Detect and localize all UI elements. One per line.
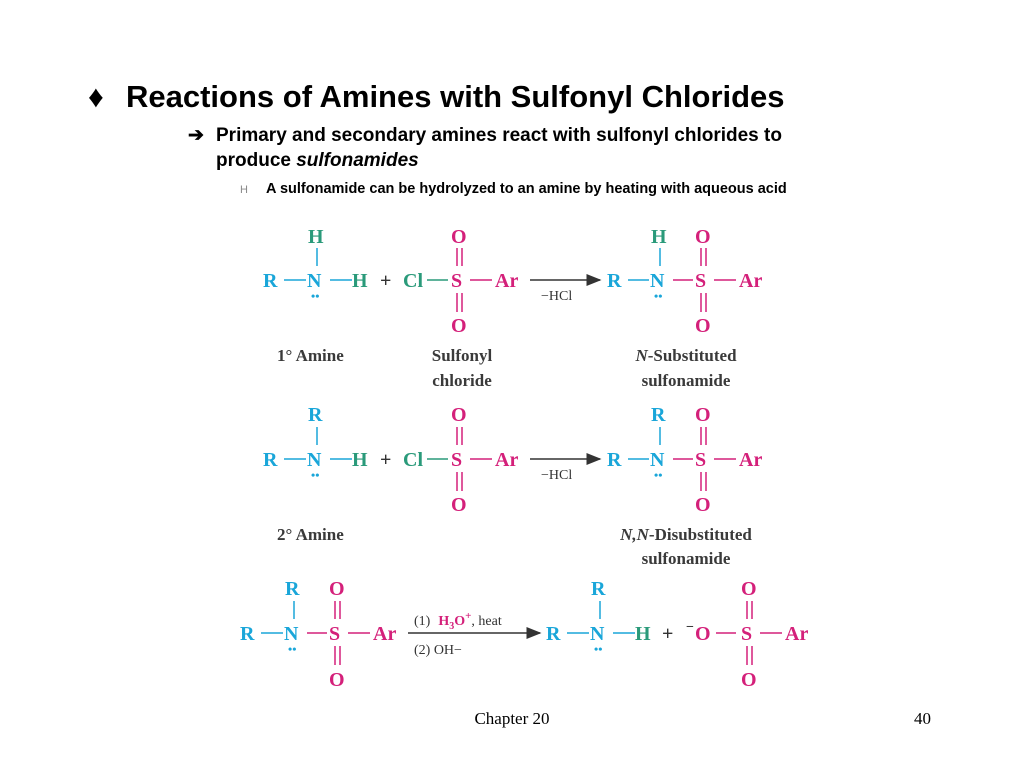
svg-text:Ar: Ar [739,270,762,292]
bullet-2-text: A sulfonamide can be hydrolyzed to an am… [266,181,787,197]
page-number: 40 [914,709,931,728]
svg-text:••: •• [311,468,319,482]
svg-text:S: S [329,623,340,645]
svg-text:O: O [741,578,757,600]
svg-text:N: N [307,449,322,471]
svg-text:O: O [451,226,467,248]
svg-text:R: R [546,623,561,645]
svg-text:O: O [329,669,345,691]
svg-text:O: O [695,494,711,516]
product-label-1: N,N-Disubstituted [619,525,752,544]
svg-text:O: O [329,578,345,600]
svg-text:O: O [451,315,467,337]
n-atom: N [307,270,322,292]
diamond-bullet-icon: ♦ [88,79,104,114]
svg-text:O: O [695,623,711,645]
title-text: Reactions of Amines with Sulfonyl Chlori… [126,79,785,114]
svg-text:S: S [695,270,706,292]
svg-text:••: •• [654,289,662,303]
s-atom: S [451,270,462,292]
h-atom: H [308,226,324,248]
svg-text:H: H [635,623,651,645]
svg-text:+: + [662,623,673,645]
svg-text:N: N [284,623,299,645]
svg-text:Ar: Ar [495,270,518,292]
svg-text:S: S [695,449,706,471]
reagent-label-2: chloride [432,371,492,390]
h-atom: H [352,270,368,292]
svg-text:R: R [591,578,606,600]
product-label-2: sulfonamide [642,371,731,390]
svg-text:O: O [695,404,711,426]
svg-text:−: − [686,620,694,635]
svg-text:Cl: Cl [403,449,423,471]
bullet-1-line-1: Primary and secondary amines react with … [216,125,782,146]
svg-text:H: H [352,449,368,471]
arrow-bullet-icon: ➔ [188,125,204,146]
svg-text:R: R [607,449,622,471]
reagent-label-1: Sulfonyl [432,346,493,365]
svg-text:R: R [607,270,622,292]
cl-atom: Cl [403,270,423,292]
svg-text:N: N [650,449,665,471]
amine-label: 2° Amine [277,525,344,544]
svg-text:••: •• [594,642,602,656]
svg-text:R: R [308,404,323,426]
amine-label: 1° Amine [277,346,344,365]
svg-text:O: O [695,226,711,248]
svg-text:S: S [451,449,462,471]
svg-text:Ar: Ar [739,449,762,471]
bullet-1-line-2: produce sulfonamides [216,148,782,173]
condition-text: −HCl [541,468,572,483]
footer-chapter: Chapter 20 [474,709,550,728]
svg-text:Ar: Ar [373,623,396,645]
bullet-1-prefix: produce [216,150,297,171]
svg-text:O: O [451,494,467,516]
svg-text:R: R [263,449,278,471]
product-label-1: N-Substituted [634,346,737,365]
slide-title: ♦ Reactions of Amines with Sulfonyl Chlor… [88,79,785,115]
bullet-level-1: ➔ Primary and secondary amines react wit… [188,123,782,173]
svg-text:••: •• [288,642,296,656]
svg-text:H: H [651,226,667,248]
reaction-1: H R N •• H + Cl O S O Ar −HCl H O R N ••… [263,226,762,390]
sub-bullet-icon: H [240,184,248,196]
svg-text:O: O [741,669,757,691]
svg-text:S: S [741,623,752,645]
reaction-3: R O R N •• S O Ar (1)H3O+, heat (2) OH− … [240,578,808,691]
svg-text:O: O [451,404,467,426]
svg-text:N: N [650,270,665,292]
svg-text:R: R [240,623,255,645]
product-label-2: sulfonamide [642,549,731,568]
condition-2: (2) OH− [414,643,462,658]
svg-text:R: R [285,578,300,600]
svg-text:+: + [380,449,391,471]
condition-text: −HCl [541,289,572,304]
reaction-2: R R N •• H + Cl O S O Ar −HCl R O R N ••… [263,404,762,568]
svg-text:••: •• [654,468,662,482]
svg-text:+: + [380,270,391,292]
svg-text:R: R [651,404,666,426]
r-group: R [263,270,278,292]
svg-text:Ar: Ar [785,623,808,645]
bullet-1-emphasis: sulfonamides [296,150,419,171]
condition-1: (1)H3O+, heat [414,610,502,632]
svg-text:N: N [590,623,605,645]
svg-text:Ar: Ar [495,449,518,471]
bullet-level-2: H A sulfonamide can be hydrolyzed to an a… [240,181,787,197]
svg-text:O: O [695,315,711,337]
svg-text:••: •• [311,289,319,303]
